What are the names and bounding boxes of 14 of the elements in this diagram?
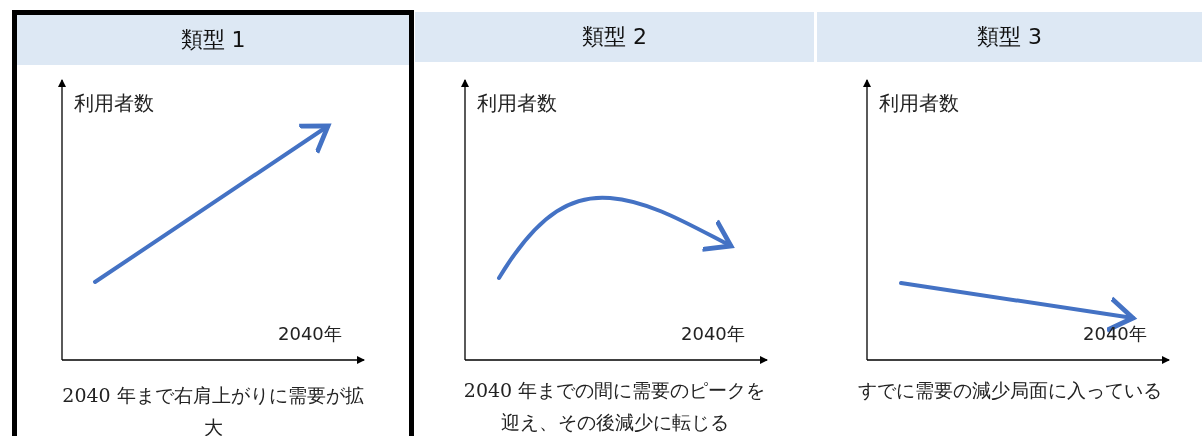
panel-caption: 2040 年までの間に需要のピークを迎え、その後減少に転じる — [462, 378, 767, 435]
panel-header: 類型 2 — [415, 12, 814, 62]
axis-label: 2040年 — [278, 322, 342, 346]
highlighted-panel — [12, 10, 414, 436]
panel-header: 類型 3 — [817, 12, 1202, 62]
panel-header: 類型 1 — [17, 15, 409, 65]
axis-label: 利用者数 — [74, 90, 154, 117]
panel-caption: 2040 年まで右肩上がりに需要が拡大 — [61, 383, 365, 436]
axis-label: 2040年 — [681, 322, 745, 346]
axis-label: 利用者数 — [879, 90, 959, 117]
axis-label: 利用者数 — [477, 90, 557, 117]
axis-label: 2040年 — [1083, 322, 1147, 346]
panel-caption: すでに需要の減少局面に入っている — [856, 378, 1163, 403]
panel — [415, 10, 814, 436]
